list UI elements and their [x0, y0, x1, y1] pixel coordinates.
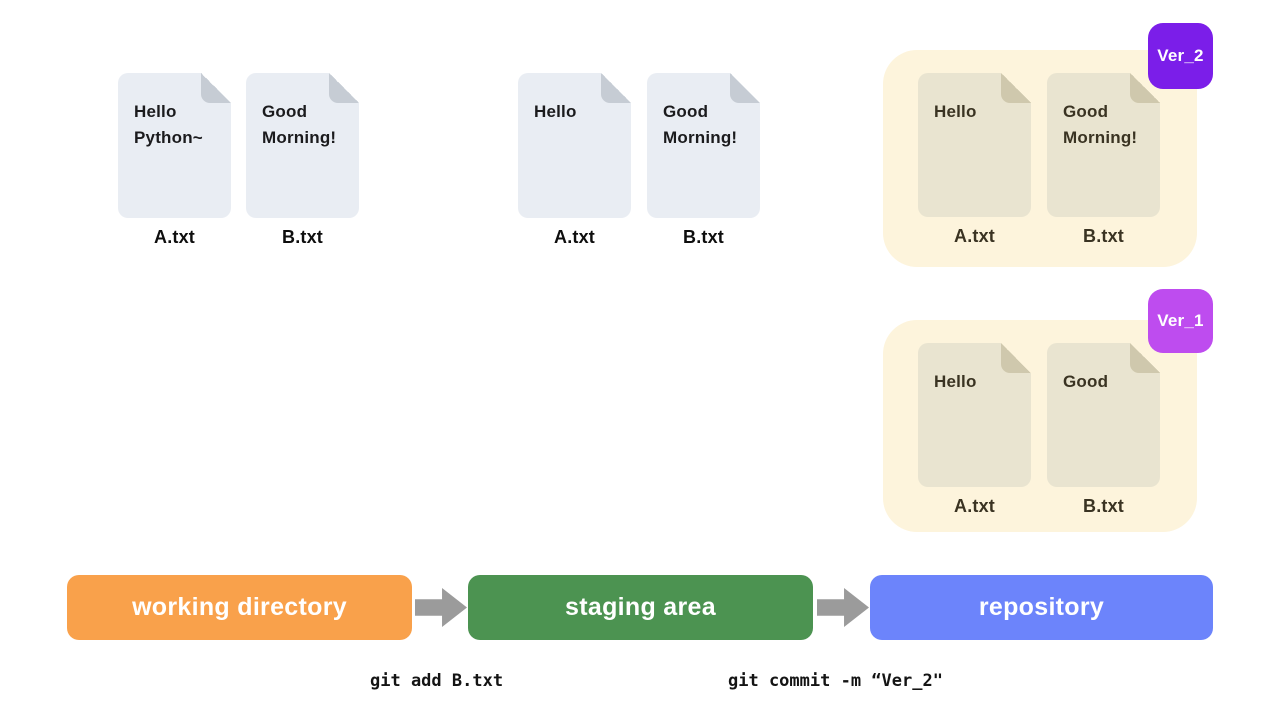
file-content: Good: [1063, 372, 1109, 391]
file-content: Good Morning!: [262, 102, 337, 147]
file-name-label: A.txt: [554, 227, 595, 247]
folded-corner-icon: [201, 73, 231, 103]
file-name-label: B.txt: [683, 227, 724, 247]
folded-corner-icon: [1001, 343, 1031, 373]
commit-files: Hello A.txt Good B.txt: [918, 343, 1160, 517]
working-directory-box: working directory: [67, 575, 412, 640]
file-icon: Hello: [918, 343, 1031, 487]
folded-corner-icon: [601, 73, 631, 103]
commit-panel-ver2: Hello A.txt Good Morning! B.txt: [883, 50, 1197, 267]
right-arrow-icon: [817, 588, 869, 627]
file-icon: Hello: [518, 73, 631, 218]
file-icon: Good Morning!: [647, 73, 760, 218]
folded-corner-icon: [730, 73, 760, 103]
file-a-staged: Hello A.txt: [518, 73, 631, 248]
repository-box: repository: [870, 575, 1213, 640]
file-content: Good Morning!: [663, 102, 738, 147]
commit-files: Hello A.txt Good Morning! B.txt: [918, 73, 1160, 247]
file-content: Hello: [934, 102, 977, 121]
file-icon: Good Morning!: [1047, 73, 1160, 217]
file-icon: Hello: [918, 73, 1031, 217]
file-name-label: A.txt: [154, 227, 195, 247]
version-badge-ver1: Ver_1: [1148, 289, 1213, 353]
file-b-staged: Good Morning! B.txt: [647, 73, 760, 248]
file-name-label: A.txt: [954, 226, 995, 246]
folded-corner-icon: [329, 73, 359, 103]
file-b-working: Good Morning! B.txt: [246, 73, 359, 248]
commit-panel-ver1: Hello A.txt Good B.txt: [883, 320, 1197, 532]
file-content: Good Morning!: [1063, 102, 1138, 147]
file-content: Hello Python~: [134, 102, 203, 147]
file-a-ver2: Hello A.txt: [918, 73, 1031, 247]
file-name-label: A.txt: [954, 496, 995, 516]
file-b-ver1: Good B.txt: [1047, 343, 1160, 517]
version-badge-ver2: Ver_2: [1148, 23, 1213, 89]
file-content: Hello: [934, 372, 977, 391]
working-directory-files: Hello Python~ A.txt Good Morning! B.txt: [118, 73, 359, 248]
git-add-command: git add B.txt: [370, 671, 504, 691]
folded-corner-icon: [1001, 73, 1031, 103]
file-content: Hello: [534, 102, 577, 121]
file-icon: Good Morning!: [246, 73, 359, 218]
file-icon: Hello Python~: [118, 73, 231, 218]
right-arrow-icon: [415, 588, 467, 627]
file-icon: Good: [1047, 343, 1160, 487]
file-name-label: B.txt: [1083, 496, 1124, 516]
file-name-label: B.txt: [1083, 226, 1124, 246]
file-a-working: Hello Python~ A.txt: [118, 73, 231, 248]
staging-area-files: Hello A.txt Good Morning! B.txt: [518, 73, 760, 248]
file-a-ver1: Hello A.txt: [918, 343, 1031, 517]
staging-area-box: staging area: [468, 575, 813, 640]
file-name-label: B.txt: [282, 227, 323, 247]
git-commit-command: git commit -m “Ver_2": [728, 671, 943, 691]
file-b-ver2: Good Morning! B.txt: [1047, 73, 1160, 247]
